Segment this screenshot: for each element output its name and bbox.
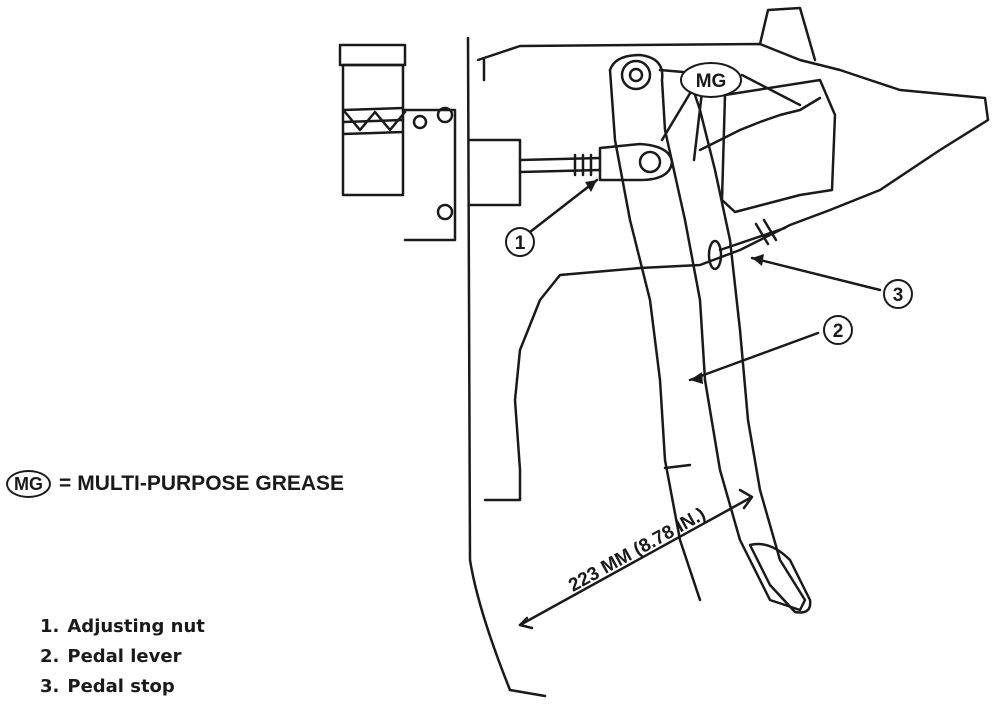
bracket-side-plate [720,78,837,214]
callout-3-circle [883,279,913,309]
pedal-bracket [476,42,990,502]
return-spring [698,96,822,152]
callout-1-circle [505,227,535,257]
part-name: Pedal lever [67,646,182,667]
part-number: 1. [40,616,60,637]
leader-mg-1 [658,68,685,74]
legend-equals: = [59,472,72,495]
cylinder-boot [468,138,522,207]
leader-3 [750,256,882,292]
push-rod [518,156,602,174]
pivot-bolt-center [628,67,644,83]
mg-oval [680,62,742,98]
callout-1-number: 1 [515,233,526,254]
reservoir-band-3 [341,130,405,136]
leader-mg-3 [692,90,704,162]
mg-label: MG [696,71,727,92]
stop-nut [754,218,778,246]
callout-2-number: 2 [833,321,844,342]
pedal-arm-inner [608,68,702,602]
reservoir-spring [343,110,407,132]
pedal-pad [748,542,812,614]
stop-bolt [718,226,787,252]
dimension-label: 223 MM (8.78 IN.) [565,504,709,597]
pivot-bolt [620,59,652,91]
arrowhead-2 [690,372,703,384]
dimension-line [518,496,752,627]
leader-mg-4 [740,73,802,107]
flange-bolt-bottom [436,203,454,221]
stop-rubber [707,239,723,271]
reservoir-band-1 [341,106,405,112]
callout-3-number: 3 [893,285,904,306]
clevis-pin [638,150,662,174]
dimension-arrow-end [738,488,754,510]
firewall-line [466,36,512,692]
pedal-mark [663,463,692,470]
leader-2 [688,331,820,382]
part-name: Adjusting nut [67,616,205,637]
arrowhead-1 [585,180,597,192]
flange-bolt-top [436,106,454,124]
bracket-top-flange [758,6,817,62]
callout-2-circle [823,315,853,345]
list-item: 3. Pedal stop [40,672,205,702]
leader-1 [528,178,599,234]
legend-text: MULTI-PURPOSE GREASE [77,472,345,495]
leader-mg-2 [660,88,694,142]
arrowhead-3 [752,254,764,266]
reservoir-body [341,63,405,197]
list-item: 2. Pedal lever [40,642,205,672]
cylinder-flange [403,108,457,242]
list-item: 1. Adjusting nut [40,612,205,642]
part-name: Pedal stop [67,676,175,697]
part-number: 2. [40,646,60,667]
mg-legend: MG = MULTI-PURPOSE GREASE [6,470,344,498]
parts-list: 1. Adjusting nut 2. Pedal lever 3. Pedal st… [40,612,205,702]
dimension-arrow-start [518,616,534,630]
pedal-arm [608,53,807,612]
legend-mg-symbol: MG [6,470,51,498]
reservoir-bolt [412,114,428,130]
part-number: 3. [40,676,60,697]
firewall-lower [508,688,547,698]
reservoir-cap [338,43,407,67]
push-rod-thread [573,153,593,177]
